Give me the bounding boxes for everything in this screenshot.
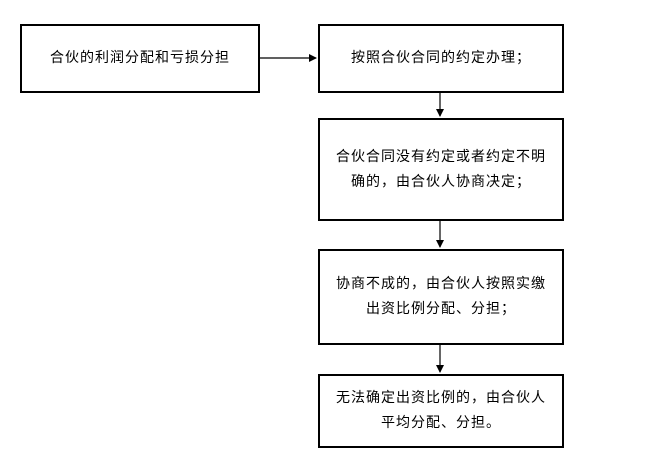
flow-box-step2-text: 合伙合同没有约定或者约定不明确的，由合伙人协商决定； [336, 148, 546, 190]
flow-box-step4: 无法确定出资比例的，由合伙人平均分配、分担。 [318, 374, 564, 448]
flow-box-step1: 按照合伙合同的约定办理； [318, 24, 564, 93]
flow-box-step3-text: 协商不成的，由合伙人按照实缴出资比例分配、分担； [336, 276, 546, 317]
flow-box-start: 合伙的利润分配和亏损分担 [20, 24, 260, 93]
flow-box-start-text: 合伙的利润分配和亏损分担 [50, 50, 230, 66]
flow-box-step2: 合伙合同没有约定或者约定不明确的，由合伙人协商决定； [318, 118, 564, 221]
flow-box-step1-text: 按照合伙合同的约定办理； [351, 50, 531, 66]
flow-box-step3: 协商不成的，由合伙人按照实缴出资比例分配、分担； [318, 249, 564, 345]
flow-box-step4-text: 无法确定出资比例的，由合伙人平均分配、分担。 [336, 390, 546, 431]
